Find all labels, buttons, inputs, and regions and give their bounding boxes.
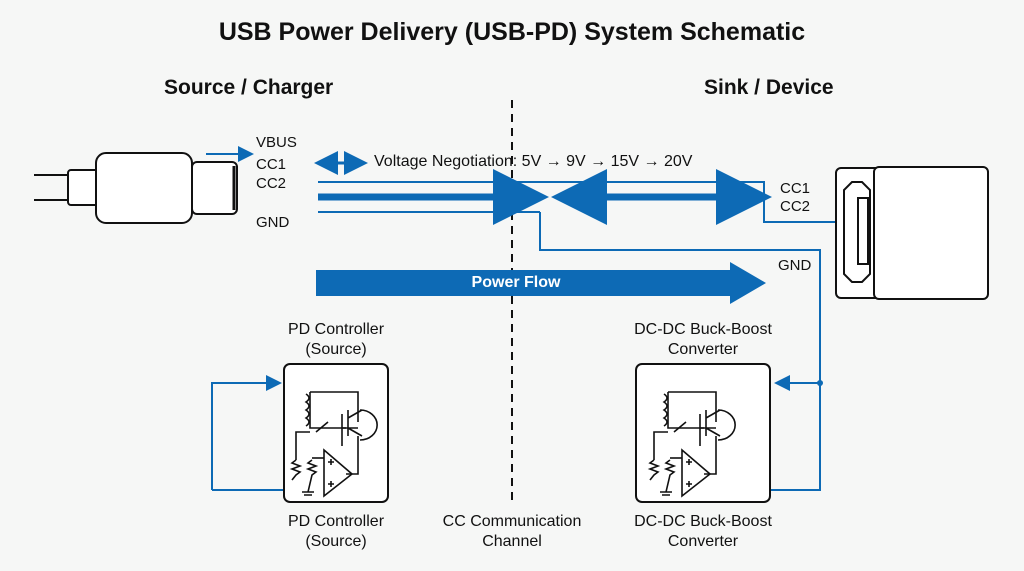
source-heading: Source / Charger bbox=[164, 76, 334, 99]
sink-pin-cc2: CC2 bbox=[780, 198, 811, 215]
pin-cc1: CC1 bbox=[256, 156, 287, 173]
power-flow-arrow bbox=[316, 262, 766, 304]
sink-pin-cc1: CC1 bbox=[780, 180, 811, 197]
usb-c-receptacle-icon bbox=[835, 166, 989, 300]
source-block-caption: PD Controller(Source) bbox=[287, 513, 385, 550]
pd-controller-block bbox=[283, 363, 389, 503]
negotiation-label: Voltage Negotiation: 5V → 9V → 15V → 20V bbox=[374, 153, 693, 170]
pin-vbus: VBUS bbox=[256, 134, 297, 151]
page-title: USB Power Delivery (USB-PD) System Schem… bbox=[218, 18, 806, 46]
usb-c-plug-icon bbox=[34, 152, 238, 224]
sink-heading: Sink / Device bbox=[704, 76, 834, 99]
pin-gnd: GND bbox=[256, 214, 290, 231]
sink-pin-gnd: GND bbox=[778, 257, 812, 274]
cc-bus-lines bbox=[211, 151, 836, 491]
source-block-title: PD Controller(Source) bbox=[287, 321, 385, 358]
buck-boost-block bbox=[635, 363, 771, 503]
power-flow-label: Power Flow bbox=[471, 274, 561, 291]
pin-cc2: CC2 bbox=[256, 175, 287, 192]
